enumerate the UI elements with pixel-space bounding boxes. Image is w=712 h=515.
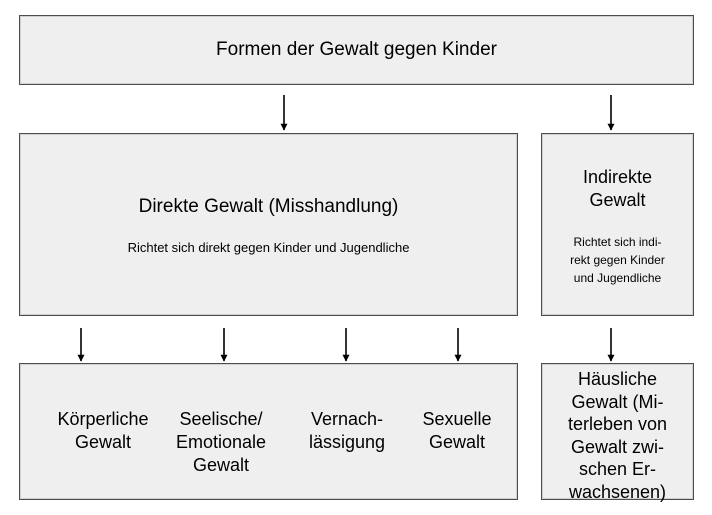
domestic-violence-box: Häusliche Gewalt (Mi- terleben von Gewal… <box>541 363 694 502</box>
indirect-violence-box: Indirekte Gewalt Richtet sich indi- rekt… <box>541 133 694 316</box>
indirect-violence-description: Richtet sich indi- rekt gegen Kinder und… <box>570 235 665 285</box>
type-domestic-violence: Häusliche Gewalt (Mi- terleben von Gewal… <box>567 369 668 502</box>
type-emotional-violence: Seelische/ Emotionale Gewalt <box>175 409 267 475</box>
type-sexual-violence: Sexuelle Gewalt <box>422 409 492 452</box>
type-physical-violence: Körperliche Gewalt <box>57 409 149 452</box>
indirect-violence-title: Indirekte Gewalt <box>582 167 653 210</box>
direct-violence-description: Richtet sich direkt gegen Kinder und Jug… <box>127 240 410 255</box>
root-node-title: Formen der Gewalt gegen Kinder <box>216 39 497 60</box>
direct-violence-title: Direkte Gewalt (Misshandlung) <box>138 196 399 217</box>
type-neglect: Vernach- lässigung <box>308 409 386 452</box>
direct-violence-types-box: Körperliche Gewalt Seelische/ Emotionale… <box>19 363 518 500</box>
direct-violence-box: Direkte Gewalt (Misshandlung) Richtet si… <box>19 133 518 316</box>
root-node-box: Formen der Gewalt gegen Kinder <box>19 15 694 85</box>
